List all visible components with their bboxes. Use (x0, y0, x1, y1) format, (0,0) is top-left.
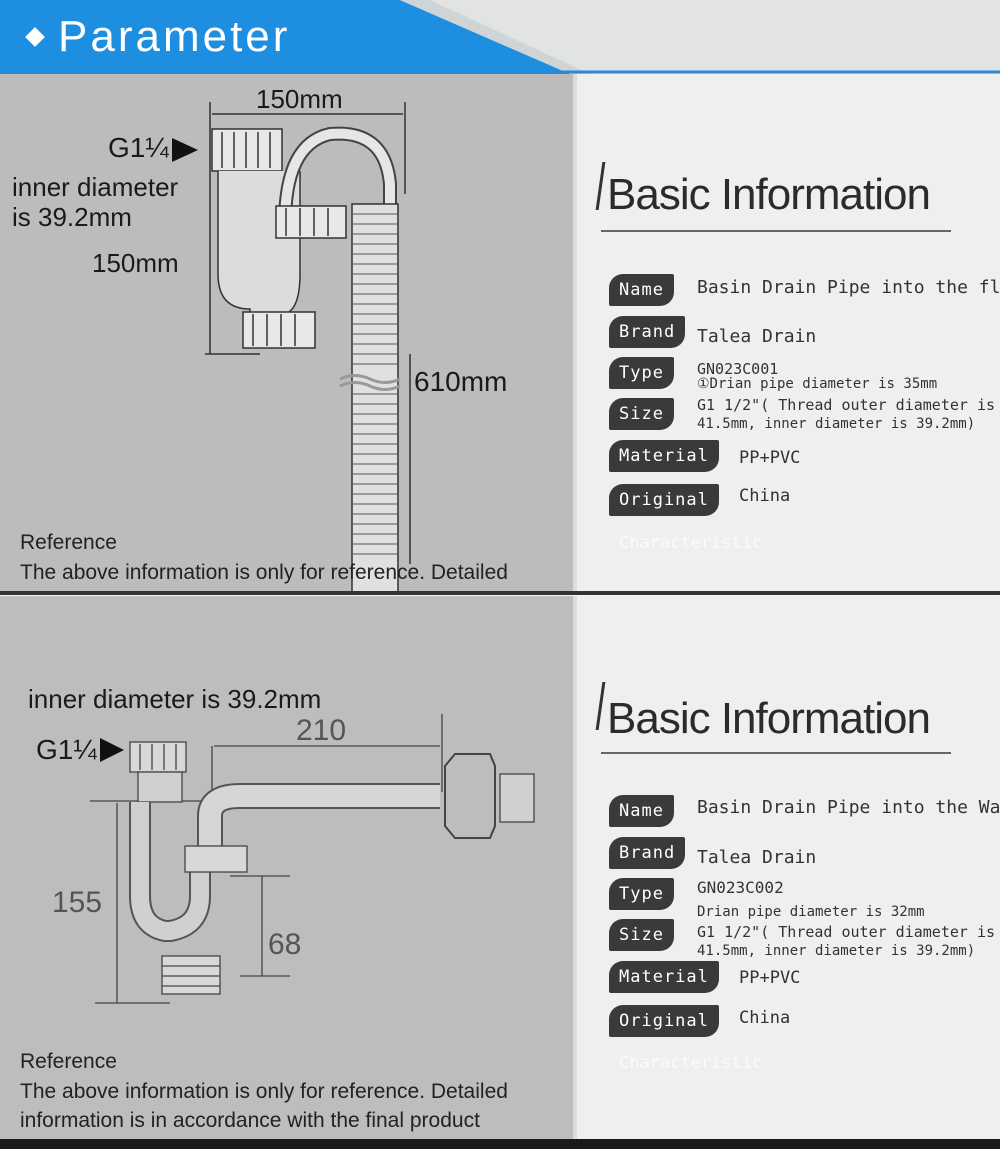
size-tag: Size (609, 398, 674, 430)
floor-drain-diagram (172, 102, 411, 592)
characteristic-label: Characteristic (619, 533, 763, 553)
origin-value: China (739, 1008, 791, 1028)
product-section-floor: 150mm G1¼ inner diameter is 39.2mm 150mm… (0, 74, 1000, 592)
basic-info-panel: Basic Information Name Basin Drain Pipe … (573, 596, 1000, 1141)
origin-value: China (739, 486, 791, 506)
size-line1: ①Drian pipe diameter is 35mm (697, 376, 938, 392)
type-tag: Type (609, 878, 674, 910)
material-value: PP+PVC (739, 448, 801, 468)
product-diagram-panel: inner diameter is 39.2mm G1¼ 210 155 68 … (0, 596, 573, 1141)
diagram-thread-label: G1¼ (108, 132, 169, 163)
type-tag: Type (609, 357, 674, 389)
header-title-text: Parameter (58, 12, 291, 61)
bottom-border (0, 1139, 1000, 1149)
size-line3: 41.5mm, inner diameter is 39.2mm) (697, 943, 976, 959)
reference-text: The above information is only for refere… (20, 561, 508, 584)
header-banner (0, 0, 1000, 74)
brand-value: Talea Drain (697, 326, 817, 347)
size-line3: 41.5mm, inner diameter is 39.2mm) (697, 416, 976, 432)
diamond-icon (25, 27, 45, 47)
diagram-hose-length-label: 610mm (414, 366, 508, 397)
title-accent-bar (595, 162, 606, 210)
name-value: Basin Drain Pipe into the floor (697, 277, 1000, 298)
page-title: Parameter (24, 12, 290, 62)
material-tag: Material (609, 961, 719, 993)
diagram-width-label: 210 (296, 714, 347, 747)
origin-tag: Original (609, 484, 719, 516)
section-divider (0, 591, 1000, 595)
reference-text-line1: The above information is only for refere… (20, 1080, 508, 1103)
title-underline (601, 230, 951, 232)
page-header: Parameter (0, 0, 1000, 74)
product-section-wall: inner diameter is 39.2mm G1¼ 210 155 68 … (0, 596, 1000, 1141)
basic-info-title: Basic Information (607, 694, 931, 743)
size-line1: Drian pipe diameter is 32mm (697, 904, 925, 920)
diagram-height-label: 155 (52, 886, 103, 919)
diagram-height-label: 150mm (92, 248, 179, 278)
product-diagram-panel: 150mm G1¼ inner diameter is 39.2mm 150mm… (0, 74, 573, 592)
size-tag: Size (609, 919, 674, 951)
material-value: PP+PVC (739, 968, 801, 988)
diagram-trap-height-label: 68 (268, 928, 302, 961)
size-line2: G1 1/2"( Thread outer diameter is (697, 396, 996, 414)
type-value: GN023C002 (697, 878, 784, 897)
characteristic-label: Characteristic (619, 1053, 763, 1073)
diagram-inner-diameter-label: inner diameter is 39.2mm (28, 684, 322, 714)
name-tag: Name (609, 274, 674, 306)
diagram-inner-diameter-line1: inner diameter (12, 172, 179, 202)
type-value: GN023C001 (697, 360, 779, 378)
origin-tag: Original (609, 1005, 719, 1037)
basic-info-title: Basic Information (607, 170, 931, 219)
name-value: Basin Drain Pipe into the Wall (697, 797, 1000, 818)
brand-tag: Brand (609, 837, 686, 869)
name-tag: Name (609, 795, 674, 827)
wall-drain-diagram (90, 714, 535, 1004)
diagram-width-label: 150mm (256, 84, 343, 114)
diagram-thread-label: G1¼ (36, 734, 97, 765)
title-accent-bar (595, 682, 606, 730)
title-underline (601, 752, 951, 754)
reference-title: Reference (20, 531, 117, 554)
brand-value: Talea Drain (697, 847, 817, 868)
size-line2: G1 1/2"( Thread outer diameter is (697, 923, 996, 941)
brand-tag: Brand (609, 316, 686, 348)
basic-info-panel: Basic Information Name Basin Drain Pipe … (573, 74, 1000, 592)
diagram-inner-diameter-line2: is 39.2mm (12, 202, 132, 232)
reference-text-line2: information is in accordance with the fi… (20, 1109, 480, 1132)
reference-title: Reference (20, 1050, 117, 1073)
material-tag: Material (609, 440, 719, 472)
